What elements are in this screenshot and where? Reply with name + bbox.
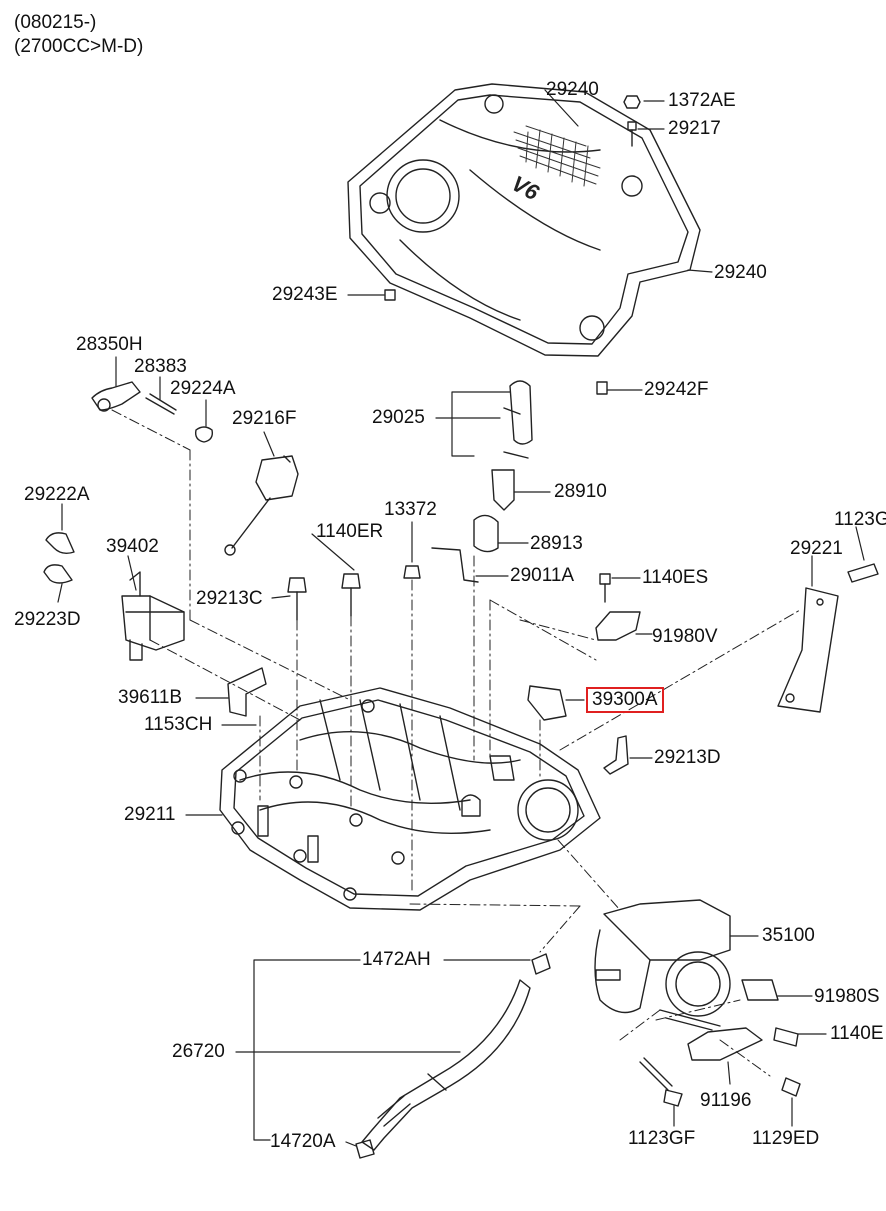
callout-35100: 35100	[762, 925, 815, 946]
callout-29216f: 29216F	[232, 408, 297, 429]
pcv-hose-group	[91, 381, 299, 556]
bracket-91980v	[595, 611, 641, 641]
throttle-body	[594, 899, 731, 1031]
vacuum-solenoid	[121, 571, 185, 661]
header-date-range: (080215-)	[14, 12, 97, 33]
clamp-14720a	[355, 1139, 375, 1159]
callout-29222a: 29222A	[24, 484, 90, 505]
callout-29240-side: 29240	[714, 262, 767, 283]
callout-1372ae: 1372AE	[668, 90, 736, 111]
callout-29223d: 29223D	[14, 609, 81, 630]
small-hoses	[43, 532, 75, 584]
bracket-29221	[777, 587, 839, 713]
callout-29025: 29025	[372, 407, 425, 428]
header-engine-spec: (2700CC>M-D)	[14, 36, 144, 57]
callout-29217: 29217	[668, 118, 721, 139]
callout-29211: 29211	[124, 804, 176, 825]
leader-lines	[57, 89, 865, 1147]
callout-29221: 29221	[790, 538, 843, 559]
tube-29213d	[603, 735, 629, 775]
cover-vent-grille	[513, 125, 601, 187]
bracket-39611b	[227, 667, 267, 717]
callout-39300a-highlighted: 39300A	[586, 687, 664, 713]
callout-1129ed: 1129ED	[752, 1128, 820, 1149]
callout-39611b: 39611B	[118, 687, 183, 708]
bolt-1123gf	[663, 1089, 683, 1107]
callout-28910: 28910	[554, 481, 607, 502]
callout-29240-top: 29240	[546, 79, 599, 100]
cover-fasteners	[384, 95, 641, 395]
callout-14720a: 14720A	[270, 1131, 336, 1152]
callout-13372: 13372	[384, 499, 437, 520]
bolts	[287, 563, 879, 621]
callout-1472ah: 1472AH	[362, 949, 431, 970]
engine-cover: V6	[347, 83, 701, 357]
callout-29224a: 29224A	[170, 378, 236, 399]
callout-1123gf: 1123GF	[628, 1128, 696, 1149]
callout-91196: 91196	[700, 1090, 752, 1111]
callout-1153ch: 1153CH	[144, 714, 213, 735]
callout-29242f: 29242F	[644, 379, 709, 400]
callout-1140es: 1140ES	[642, 567, 709, 588]
connector-group	[431, 380, 533, 583]
sensor-39300a	[527, 685, 567, 721]
callout-29243e: 29243E	[272, 284, 338, 305]
guide-lines	[111, 409, 801, 1077]
cover-badge: V6	[508, 171, 544, 206]
callout-28383: 28383	[134, 356, 187, 377]
clamp-1472ah	[531, 953, 551, 975]
breather-hose	[355, 953, 551, 1159]
callout-91980v: 91980V	[652, 626, 718, 647]
callout-26720: 26720	[172, 1041, 225, 1062]
callout-28913: 28913	[530, 533, 583, 554]
callout-29213c: 29213C	[196, 588, 263, 609]
callout-1123g-top: 1123G	[834, 509, 886, 530]
bolt-1140e	[773, 1027, 799, 1047]
callout-28350h: 28350H	[76, 334, 143, 355]
callout-91980s: 91980S	[814, 986, 880, 1007]
bolt-1129ed	[781, 1077, 801, 1097]
intake-manifold	[219, 687, 601, 911]
callout-29213d: 29213D	[654, 747, 721, 768]
callout-1140e: 1140E	[830, 1023, 884, 1044]
bracket-91980s	[741, 979, 779, 1001]
bracket-91196	[687, 1027, 763, 1061]
callout-29011a: 29011A	[510, 565, 575, 586]
callout-39402: 39402	[106, 536, 159, 557]
callout-1140er: 1140ER	[316, 521, 384, 542]
